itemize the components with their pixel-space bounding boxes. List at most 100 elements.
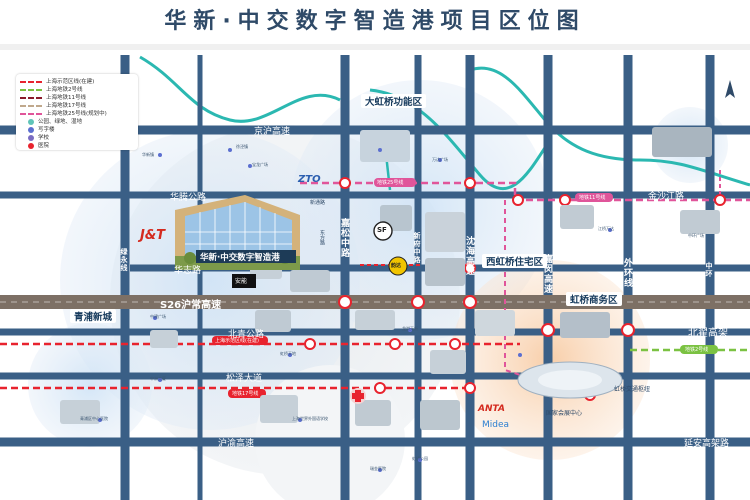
legend-swatch (28, 118, 34, 125)
metro-tag-17 (228, 389, 266, 398)
project-name: 华新·中交数字智造港 (200, 253, 280, 263)
poi-xujing: 徐泾镇 (236, 144, 248, 149)
road-label-jiamin: 嘉闵高速 (542, 254, 552, 294)
poi-baolong: 宝龙广场 (252, 162, 268, 167)
poi-dots (98, 148, 612, 472)
road-label-huyu: 沪渝高速 (218, 439, 255, 449)
legend-label: 上海地铁2号线 (46, 87, 83, 93)
poi-hongqiao-tiandi: 虹桥天地 (280, 351, 296, 356)
legend-label: 医院 (38, 143, 50, 149)
road-label-s26: S26沪常高速 (160, 300, 222, 311)
legend-label: 上海地铁25号线(规划中) (46, 111, 107, 117)
legend-item: 上海地铁17号线 (20, 102, 86, 110)
sf-logo (373, 221, 393, 241)
poi-zhonghuan: 中环广场 (688, 233, 704, 238)
metro-tag-25-text: 地铁25号线 (377, 180, 404, 186)
metro-tag-2 (680, 345, 718, 354)
label-xintong: 新通路 (310, 200, 326, 206)
map-title: 华新·中交数字智造港项目区位图 (164, 9, 586, 34)
poi-qingpu-hospital: 青浦区中心医院 (80, 416, 108, 421)
road-label-shenhai: 沈海高速 (464, 236, 474, 276)
legend-item: 学校 (20, 134, 49, 142)
legend-item: 上海地铁2号线 (20, 86, 83, 94)
location-map (0, 44, 750, 500)
hospital-icon (350, 388, 366, 404)
road-label-jiasong: 嘉松中路 (339, 218, 349, 258)
legend-label: 上海示范区线(在建) (46, 79, 95, 85)
midea-logo: Midea (482, 420, 510, 430)
legend-item: 写字楼 (20, 126, 55, 134)
road-label-xinfeng: 新府中路 (413, 232, 421, 264)
legend-label: 上海地铁17号线 (46, 103, 86, 109)
label-hongqiao-hub: 虹桥交通枢纽 (614, 386, 651, 393)
river-north (139, 55, 341, 123)
legend-label: 写字楼 (38, 127, 55, 133)
poi-shenzhou: 申洲大厦 (150, 376, 166, 381)
metro-tag-2-text: 地铁2号线 (685, 347, 709, 353)
legend-swatch (28, 142, 34, 149)
road-label-beizhai: 北翟高架 (688, 328, 728, 339)
district-xihongqiao: 西虹桥住宅区 (482, 254, 548, 268)
sf-logo-text: SF (377, 226, 387, 234)
metro-tag-25 (374, 178, 416, 187)
legend-swatch (20, 112, 42, 115)
poi-school: 上海世界外国语学校 (292, 416, 328, 421)
poi-hongqiao-park: 虹桥公园 (412, 456, 428, 461)
metro-station-icon (304, 177, 726, 401)
road-label-zhonghuan: 中环 (705, 262, 713, 278)
poi-longhu: 龙湖天街 (402, 326, 418, 331)
north-arrow-icon (725, 80, 735, 98)
poi-ruijin: 瑞金医院 (370, 466, 386, 471)
district-qingpu: 青浦新城 (70, 309, 117, 323)
metro-tag-demo (212, 336, 268, 345)
zone-qingpu (28, 323, 152, 447)
anneng-logo-text: 安能 (235, 278, 248, 285)
map-legend: 上海示范区线(在建) 上海地铁2号线上海地铁11号线上海地铁17号线上海地铁25号… (16, 74, 138, 150)
project-label-bg (196, 250, 296, 263)
road-label-yanan: 延安高架路 (684, 439, 730, 449)
metro-tag-17-text: 地铁17号线 (232, 391, 259, 397)
legend-label: 学校 (38, 135, 50, 141)
metro-line-25 (300, 181, 517, 200)
legend-swatch (20, 88, 42, 91)
building-clusters (60, 127, 720, 430)
poi-wanda: 万达广场 (432, 157, 448, 162)
district-hongqiao-business: 虹桥商务区 (566, 292, 622, 306)
legend-swatch (20, 96, 42, 99)
yunda-logo-text: 韵达 (391, 263, 402, 269)
road-label-huazhi: 华志路 (174, 266, 202, 276)
jt-logo: J&T (140, 228, 166, 243)
road-label-waihuan: 外环线 (622, 258, 632, 288)
anta-logo: ANTA (478, 404, 505, 414)
label-expo-center: 国家会展中心 (546, 410, 583, 417)
poi-jiangqiao: 江桥万达 (598, 226, 614, 231)
road-label-beiqing: 北青公路 (228, 330, 265, 340)
legend-item: 上海地铁25号线(规划中) (20, 110, 107, 118)
river-east (469, 66, 750, 187)
legend-swatch (20, 80, 42, 83)
poi-huaxin: 华新镇 (142, 152, 154, 157)
legend-label: 上海地铁11号线 (46, 95, 86, 101)
metro-tag-11 (575, 193, 613, 202)
anneng-logo (232, 274, 256, 288)
legend-item: 上海示范区线(在建) (20, 78, 94, 86)
legend-swatch (28, 134, 34, 141)
yunda-logo (388, 256, 408, 276)
legend-item: 上海地铁11号线 (20, 94, 86, 102)
metro-tag-demo-text: 上海示范区线(在建) (215, 338, 259, 344)
label-dongfang: 东方路 (319, 230, 325, 245)
road-label-songze: 松泽大道 (226, 374, 263, 384)
road-label-jinghu: 京沪高速 (254, 127, 291, 137)
district-dahongqiao: 大虹桥功能区 (361, 94, 427, 108)
road-label-jinshajiang: 金沙江路 (648, 192, 685, 202)
legend-item: 公园、绿地、湿地 (20, 118, 82, 126)
legend-swatch (20, 104, 42, 107)
poi-zhongjian: 中建广场 (150, 314, 166, 319)
legend-item: 医院 (20, 142, 49, 150)
road-label-lvyong: 绿永线 (120, 248, 128, 272)
legend-label: 公园、绿地、湿地 (38, 119, 83, 125)
zto-logo: ZTO (298, 174, 321, 185)
road-label-huateng: 华腾公路 (170, 193, 207, 203)
legend-swatch (28, 126, 34, 133)
